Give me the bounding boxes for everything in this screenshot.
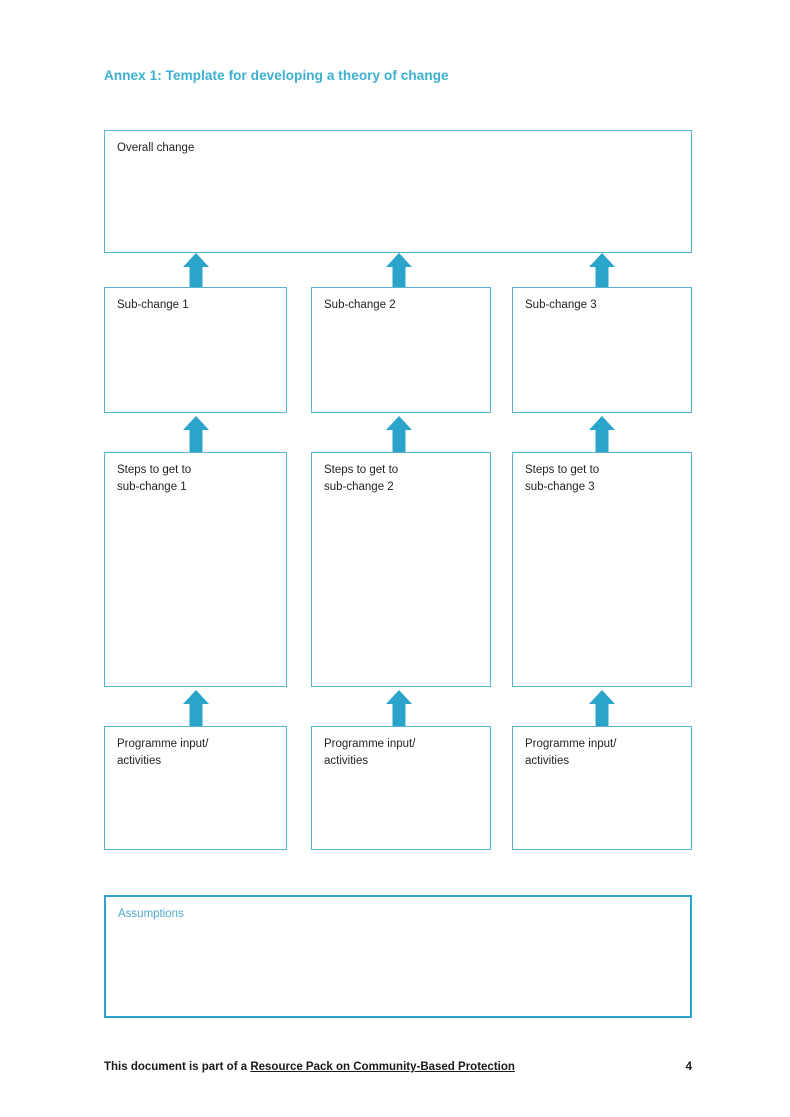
footer-lead-text: This document is part of a [104, 1061, 251, 1073]
arrow-up-icon [183, 253, 209, 291]
overall-change-box[interactable]: Overall change [104, 130, 692, 253]
programme-input-box-1[interactable]: Programme input/ activities [104, 726, 287, 850]
footer-resource-pack-link[interactable]: Resource Pack on Community-Based Protect… [250, 1061, 515, 1073]
arrow-up-icon [183, 416, 209, 454]
assumptions-label: Assumptions [118, 908, 184, 920]
sub-change-label-3: Sub-change 3 [525, 299, 597, 311]
page-title: Annex 1: Template for developing a theor… [104, 68, 449, 83]
programme-input-label-3: Programme input/ activities [525, 738, 617, 767]
arrow-up-icon [183, 690, 209, 728]
sub-change-box-2[interactable]: Sub-change 2 [311, 287, 491, 413]
overall-change-label: Overall change [117, 142, 195, 154]
page-number: 4 [685, 1061, 692, 1073]
programme-input-box-3[interactable]: Programme input/ activities [512, 726, 692, 850]
arrow-up-icon [386, 253, 412, 291]
sub-change-box-1[interactable]: Sub-change 1 [104, 287, 287, 413]
steps-label-1: Steps to get to sub-change 1 [117, 464, 192, 493]
programme-input-label-2: Programme input/ activities [324, 738, 416, 767]
arrow-up-icon [589, 416, 615, 454]
arrow-up-icon [589, 690, 615, 728]
steps-label-3: Steps to get to sub-change 3 [525, 464, 600, 493]
programme-input-box-2[interactable]: Programme input/ activities [311, 726, 491, 850]
sub-change-label-2: Sub-change 2 [324, 299, 396, 311]
assumptions-box[interactable]: Assumptions [104, 895, 692, 1018]
arrow-up-icon [589, 253, 615, 291]
sub-change-box-3[interactable]: Sub-change 3 [512, 287, 692, 413]
page-footer: This document is part of a Resource Pack… [104, 1061, 692, 1073]
steps-label-2: Steps to get to sub-change 2 [324, 464, 399, 493]
steps-box-3[interactable]: Steps to get to sub-change 3 [512, 452, 692, 687]
steps-box-1[interactable]: Steps to get to sub-change 1 [104, 452, 287, 687]
steps-box-2[interactable]: Steps to get to sub-change 2 [311, 452, 491, 687]
arrow-up-icon [386, 690, 412, 728]
programme-input-label-1: Programme input/ activities [117, 738, 209, 767]
arrow-up-icon [386, 416, 412, 454]
sub-change-label-1: Sub-change 1 [117, 299, 189, 311]
